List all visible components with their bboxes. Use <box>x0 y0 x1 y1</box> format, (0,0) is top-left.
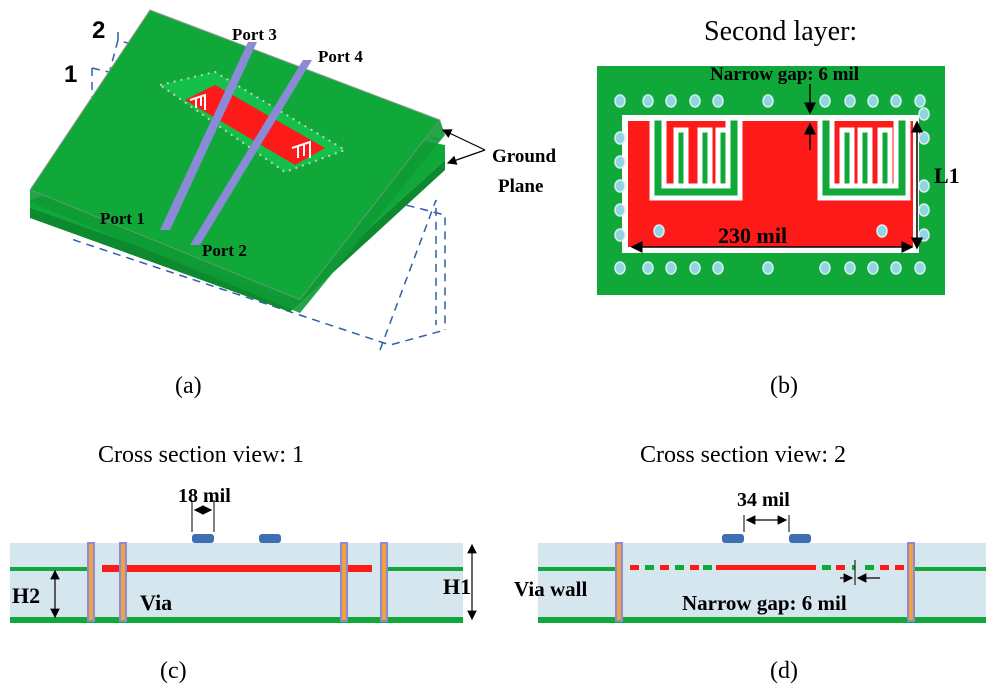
ground-top-left-c <box>10 567 88 571</box>
width-label: 230 mil <box>718 223 787 248</box>
ground-plane-label-1: Ground <box>492 146 557 167</box>
panel-c: Cross section view: 1 18 mil Via H1 H2 (… <box>10 442 477 684</box>
caption-c: (c) <box>160 658 187 684</box>
via-label: Via <box>140 590 172 615</box>
caption-d: (d) <box>770 658 798 684</box>
ground-top-left-d <box>538 567 616 571</box>
resonator-strip-c <box>102 565 372 572</box>
ground-bottom-d <box>538 617 986 623</box>
vias-c <box>87 542 388 622</box>
caption-b: (b) <box>770 373 798 399</box>
port-2-label: Port 2 <box>202 241 247 260</box>
cross-section-1-title: Cross section view: 1 <box>98 442 304 468</box>
line-pad-right-c <box>259 534 281 543</box>
line-pad-right-d <box>789 534 811 543</box>
spacing-label-d: 34 mil <box>737 489 790 511</box>
ground-top-right-d <box>914 567 986 571</box>
dashed-strip-right-d <box>822 565 904 570</box>
port-line-3 <box>160 42 257 230</box>
plane-2-label: 2 <box>92 17 105 44</box>
resonator-strip-d <box>716 565 816 570</box>
ground-arrow-top <box>441 129 486 151</box>
substrate-c <box>10 543 463 621</box>
via-wall-label: Via wall <box>514 577 587 601</box>
port-4-label: Port 4 <box>318 47 363 66</box>
line-pad-left-c <box>192 534 214 543</box>
ground-arrow-bottom <box>446 149 486 165</box>
h1-label: H1 <box>443 574 471 599</box>
panel-b: Second layer: Narrow gap: 6 mil <box>597 16 960 399</box>
cross-section-2-title: Cross section view: 2 <box>640 442 846 468</box>
spacing-label-c: 18 mil <box>178 485 231 507</box>
ground-top-right-c <box>388 567 463 571</box>
ground-bottom-c <box>10 617 463 623</box>
plane-1-label: 1 <box>64 61 77 88</box>
ground-plane-label-2: Plane <box>498 176 543 197</box>
caption-a: (a) <box>175 373 202 399</box>
comb-right <box>817 115 911 201</box>
panel-a: 2 1 Port 3 Port 4 Port 1 Port 2 Ground P… <box>29 9 557 399</box>
port-3-label: Port 3 <box>232 25 277 44</box>
second-layer-title: Second layer: <box>704 16 857 47</box>
comb-left <box>649 115 743 201</box>
via-walls-d <box>615 542 915 622</box>
dashed-strip-left-d <box>630 565 712 570</box>
port-1-label: Port 1 <box>100 209 145 228</box>
length-label: L1 <box>934 163 960 188</box>
narrow-gap-label-d: Narrow gap: 6 mil <box>682 591 847 615</box>
h2-label: H2 <box>12 583 40 608</box>
narrow-gap-label-b: Narrow gap: 6 mil <box>710 64 859 85</box>
line-pad-left-d <box>722 534 744 543</box>
panel-d: Cross section view: 2 <box>514 442 986 684</box>
port-line-4 <box>190 60 312 245</box>
